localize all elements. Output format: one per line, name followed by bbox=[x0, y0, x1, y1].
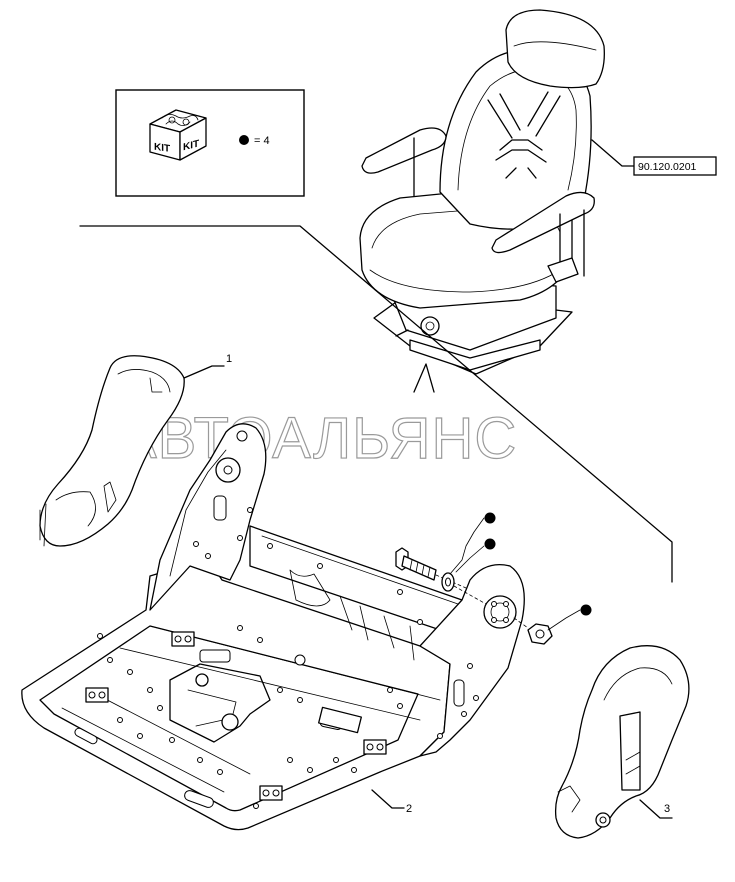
kit-quantity-note: = 4 bbox=[254, 135, 270, 147]
bullet-dot-icon bbox=[580, 604, 592, 616]
seat-frame-part: 2 bbox=[21, 423, 525, 831]
kit-icon: KIT KIT bbox=[149, 109, 207, 161]
bolt-part bbox=[395, 547, 467, 589]
kit-label-left: KIT bbox=[154, 142, 171, 155]
frame-holes bbox=[97, 625, 403, 809]
kit-legend-box: KIT KIT = 4 bbox=[115, 89, 305, 197]
kit-label-right: KIT bbox=[183, 138, 200, 153]
reference-callout: 90.120.0201 bbox=[591, 139, 717, 176]
bullet-dot-icon bbox=[239, 135, 249, 145]
washer-part bbox=[441, 572, 487, 605]
bullet-dot-icon bbox=[484, 512, 496, 524]
watermark-text: АВТОАЛЬЯНС bbox=[118, 406, 517, 471]
callout-2: 2 bbox=[406, 803, 412, 815]
right-side-cover-part: 3 bbox=[554, 645, 690, 839]
bullet-dot-icon bbox=[484, 538, 496, 550]
hardware-parts bbox=[395, 512, 592, 645]
left-side-cover-part: 1 bbox=[39, 353, 232, 547]
explosion-lines bbox=[79, 225, 673, 583]
complete-seat-illustration bbox=[359, 9, 605, 375]
callout-3: 3 bbox=[664, 803, 670, 815]
reference-label: 90.120.0201 bbox=[638, 161, 697, 173]
nut-part bbox=[513, 617, 553, 645]
callout-1: 1 bbox=[226, 353, 232, 365]
reference-badge bbox=[633, 156, 717, 176]
